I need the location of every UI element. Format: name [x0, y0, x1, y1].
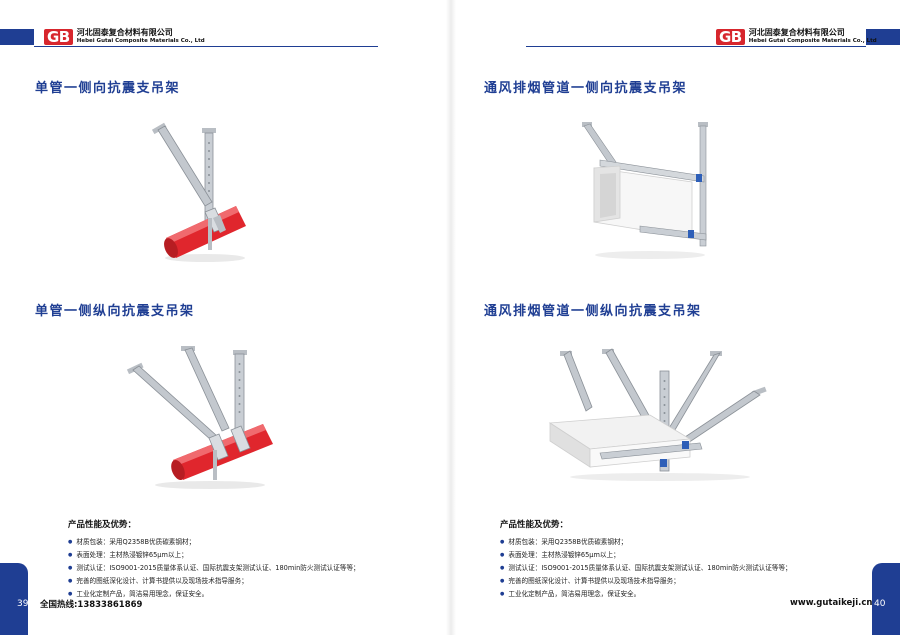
duct-lateral-bracket-illustration	[582, 122, 708, 259]
feature-item: 完善的图纸深化设计、计算书提供以及现场技术指导服务；	[500, 575, 792, 588]
feature-item: 工业化定制产品，简洁易用理念，保证安全。	[68, 588, 360, 601]
company-name-cn: 河北固泰复合材料有限公司	[748, 28, 845, 37]
feature-item: 工业化定制产品，简洁易用理念，保证安全。	[500, 588, 792, 601]
header-tab-left	[0, 29, 34, 45]
section-title-duct-lateral: 通风排烟管道一侧向抗震支吊架	[484, 81, 688, 96]
feature-item: 测试认证：ISO9001-2015质量体系认证、国际抗震支架测试认证、180mi…	[68, 562, 359, 575]
feature-item: 表面处理：主材热浸镀锌65μm以上；	[500, 549, 792, 562]
feature-item: 材质包装：采用Q2358B优质碳素钢材；	[68, 536, 360, 549]
page-fold	[446, 0, 456, 635]
page-number-left: 39	[17, 599, 29, 609]
page-tab-left	[0, 563, 28, 635]
page-tab-right	[872, 563, 900, 635]
features-left: 产品性能及优势： 材质包装：采用Q2358B优质碳素钢材； 表面处理：主材热浸镀…	[68, 518, 360, 601]
section-title-single-longitudinal: 单管一侧纵向抗震支吊架	[35, 304, 195, 319]
gb-logo-mark: GB	[716, 29, 745, 45]
single-pipe-lateral-bracket-illustration	[151, 122, 246, 262]
duct-longitudinal-bracket-illustration	[548, 348, 767, 481]
feature-item: 材质包装：采用Q2358B优质碳素钢材；	[500, 536, 792, 549]
feature-item: 测试认证：ISO9001-2015质量体系认证、国际抗震支架测试认证、180mi…	[500, 562, 791, 575]
company-name-en: Hebei Gutai Composite Materials Co., Ltd	[748, 38, 877, 44]
feature-list: 材质包装：采用Q2358B优质碳素钢材； 表面处理：主材热浸镀锌65μm以上； …	[68, 536, 360, 601]
header-rule-right	[526, 46, 866, 47]
features-right: 产品性能及优势： 材质包装：采用Q2358B优质碳素钢材； 表面处理：主材热浸镀…	[500, 518, 792, 601]
header-tab-right	[866, 29, 900, 45]
page-number-right: 40	[874, 599, 886, 609]
company-name-cn: 河北固泰复合材料有限公司	[76, 28, 173, 37]
section-title-single-lateral: 单管一侧向抗震支吊架	[35, 81, 181, 96]
section-title-duct-longitudinal: 通风排烟管道一侧纵向抗震支吊架	[484, 304, 702, 319]
hotline: 全国热线:13833861869	[40, 600, 143, 610]
company-name-en: Hebei Gutai Composite Materials Co., Ltd	[76, 38, 205, 44]
features-title: 产品性能及优势：	[68, 520, 137, 530]
company-logo-left: GB 河北固泰复合材料有限公司 Hebei Gutai Composite Ma…	[44, 28, 205, 46]
single-pipe-longitudinal-bracket-illustration	[126, 346, 273, 489]
header-rule-left	[34, 46, 378, 47]
company-logo-right: GB 河北固泰复合材料有限公司 Hebei Gutai Composite Ma…	[716, 28, 877, 46]
feature-list: 材质包装：采用Q2358B优质碳素钢材； 表面处理：主材热浸镀锌65μm以上； …	[500, 536, 792, 601]
gb-logo-mark: GB	[44, 29, 73, 45]
website-link[interactable]: www.gutaikeji.cn	[790, 598, 873, 608]
features-title: 产品性能及优势：	[500, 520, 569, 530]
feature-item: 表面处理：主材热浸镀锌65μm以上；	[68, 549, 360, 562]
feature-item: 完善的图纸深化设计、计算书提供以及现场技术指导服务；	[68, 575, 360, 588]
